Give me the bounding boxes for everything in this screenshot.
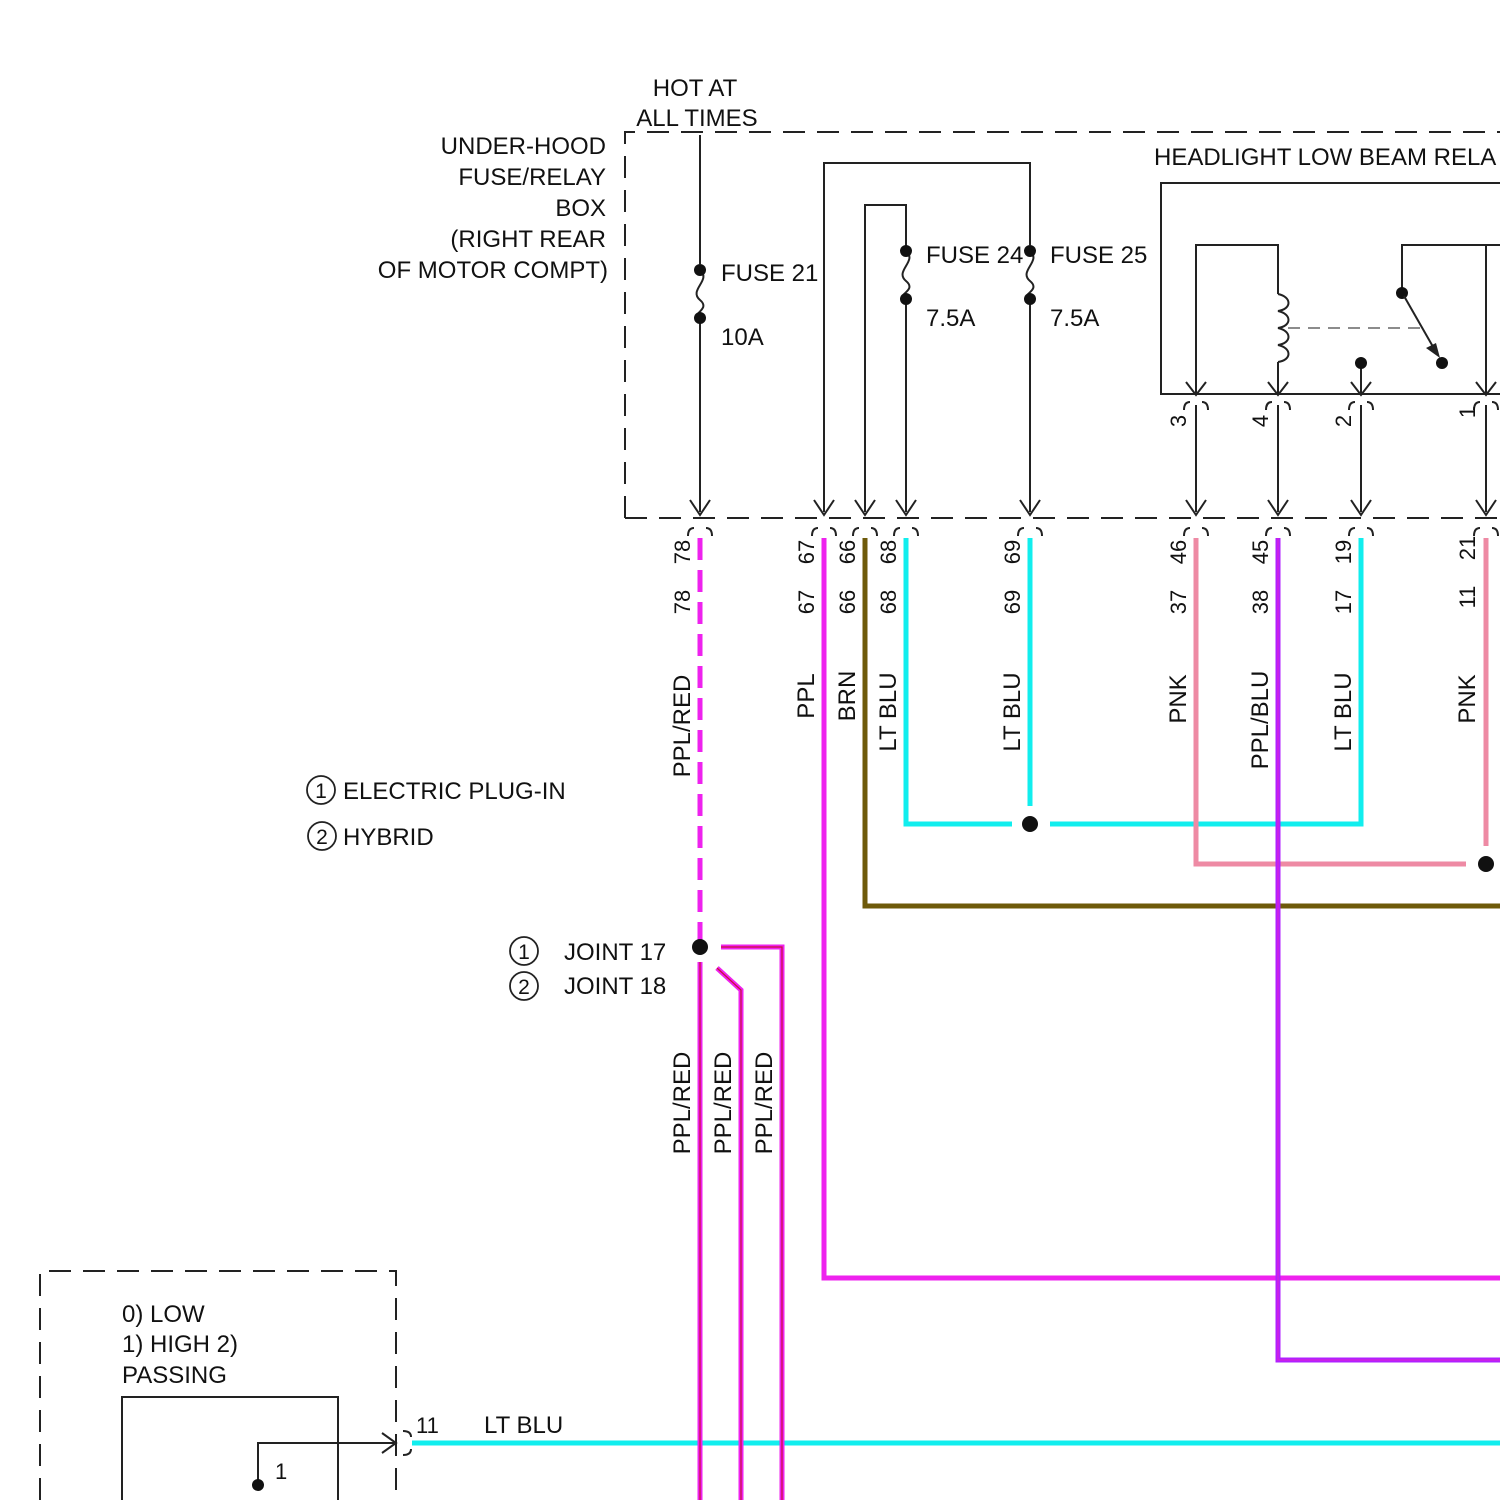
legend: 1 ELECTRIC PLUG-IN 2 HYBRID [307, 776, 566, 851]
box-pin: 78 [670, 540, 695, 564]
relay-pin: 2 [1331, 415, 1356, 427]
switch-label-line: PASSING [122, 1362, 227, 1389]
fuse-24-name: FUSE 24 [926, 242, 1023, 269]
box-pin: 19 [1331, 540, 1356, 564]
fuse-box-label: UNDER-HOOD FUSE/RELAY BOX (RIGHT REAR OF… [378, 133, 608, 284]
wire-color-label: PPL/RED [710, 1052, 737, 1155]
wire-color-label: BRN [834, 671, 861, 722]
fuse-box-label-line: (RIGHT REAR [450, 226, 606, 253]
splice-lt-blu [1022, 816, 1038, 832]
box-pin: 66 [835, 540, 860, 564]
switch-label-line: 1) HIGH 2) [122, 1331, 238, 1358]
legend-number: 2 [316, 826, 328, 849]
fuse-21-circuit [690, 135, 710, 515]
fuse-box-label-line: UNDER-HOOD [441, 133, 606, 160]
fuse-25-name: FUSE 25 [1050, 242, 1147, 269]
connector-pin: 37 [1166, 590, 1191, 614]
wire-color-label: LT BLU [1330, 672, 1357, 751]
box-pin: 46 [1166, 540, 1191, 564]
relay-pin: 4 [1248, 415, 1273, 427]
relay-pin: 1 [1455, 406, 1480, 418]
wire-color-label: LT BLU [875, 672, 902, 751]
relay-pin: 3 [1166, 415, 1191, 427]
wire-color-label: PNK [1165, 674, 1192, 723]
joint-labels: 1 JOINT 17 2 JOINT 18 [510, 937, 666, 1000]
wire-color-label: PPL/BLU [1247, 671, 1274, 770]
box-pin: 68 [876, 540, 901, 564]
fuse-25-circuit [1020, 245, 1040, 515]
fuse-21-rating: 10A [721, 324, 764, 351]
joint-number: 1 [518, 941, 530, 964]
switch-wire-color: LT BLU [484, 1412, 563, 1439]
fuse-25-rating: 7.5A [1050, 305, 1099, 332]
hot-label-line2: ALL TIMES [636, 105, 757, 132]
connector-pin: 68 [876, 590, 901, 614]
fuse-box-label-line: OF MOTOR COMPT) [378, 257, 608, 284]
relay-label: HEADLIGHT LOW BEAM RELA [1154, 144, 1496, 171]
wire-color-label: PNK [1454, 674, 1481, 723]
box-pin: 21 [1455, 536, 1480, 560]
joint-text: JOINT 17 [564, 939, 666, 966]
connector-pin: 17 [1331, 590, 1356, 614]
wire-color-label: PPL/RED [669, 1052, 696, 1155]
wire-color-label: PPL [793, 673, 820, 718]
headlight-low-beam-relay [1161, 183, 1500, 515]
connector-pin: 67 [794, 590, 819, 614]
connector-caps [688, 528, 1498, 536]
wire-color-label: LT BLU [999, 672, 1026, 751]
connector-pin: 69 [1000, 590, 1025, 614]
connector-pin: 66 [835, 590, 860, 614]
fuse-24-circuit [855, 205, 916, 515]
legend-text: ELECTRIC PLUG-IN [343, 778, 566, 805]
wire-lt-blu-68 [906, 538, 1012, 824]
box-pin: 67 [794, 540, 819, 564]
switch-contact-number: 1 [275, 1459, 287, 1484]
switch-label-line: 0) LOW [122, 1301, 205, 1328]
joint-text: JOINT 18 [564, 973, 666, 1000]
fuse-box-label-line: BOX [555, 195, 606, 222]
box-pin: 69 [1000, 540, 1025, 564]
legend-text: HYBRID [343, 824, 434, 851]
connector-pin: 38 [1248, 590, 1273, 614]
connector-pin: 78 [670, 590, 695, 614]
fuse-24-rating: 7.5A [926, 305, 975, 332]
joint-branch-wires [700, 947, 782, 1500]
joint-branch-labels: PPL/RED PPL/RED PPL/RED [669, 1052, 778, 1155]
connector-pin: 11 [1455, 586, 1480, 609]
ppl-bus-loop [814, 163, 1030, 515]
box-pin: 45 [1248, 540, 1273, 564]
fuse-21-name: FUSE 21 [721, 260, 818, 287]
joint-number: 2 [518, 976, 530, 999]
switch-pin: 11 [416, 1413, 439, 1438]
legend-number: 1 [315, 780, 327, 803]
fuse-box-label-line: FUSE/RELAY [458, 164, 606, 191]
joint-splice [692, 939, 708, 955]
wire-lt-blu-19 [1050, 538, 1361, 824]
wire-color-label: PPL/RED [751, 1052, 778, 1155]
switch-labels: 0) LOW 1) HIGH 2) PASSING 1 11 LT BLU [122, 1301, 563, 1484]
wire-color-label: PPL/RED [669, 675, 696, 778]
hot-label-line1: HOT AT [653, 75, 738, 102]
wire-ppl-blu-45 [1278, 538, 1500, 1360]
splice-pnk [1478, 856, 1494, 872]
